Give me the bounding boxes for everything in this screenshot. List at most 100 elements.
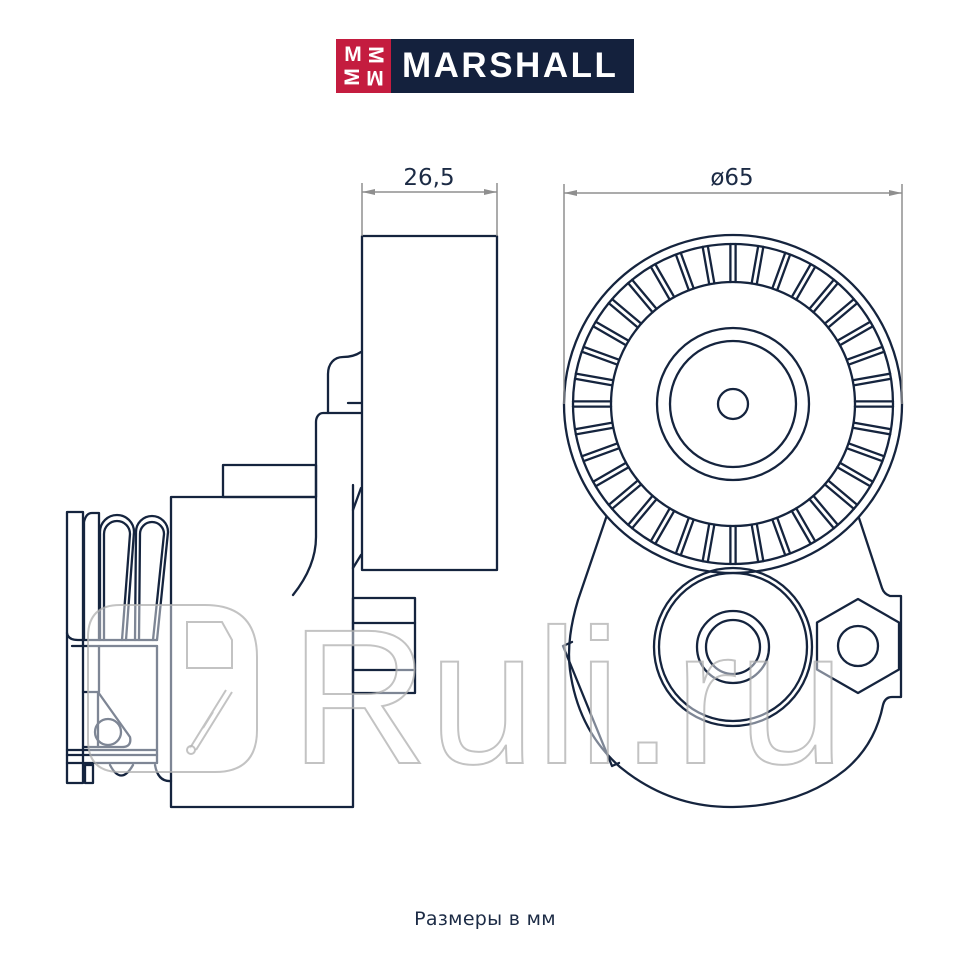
pulley-rib xyxy=(851,426,892,436)
watermark-door-icon xyxy=(186,621,233,669)
pulley-rib xyxy=(594,320,630,342)
pulley-rib xyxy=(851,372,892,382)
pulley-rib xyxy=(580,442,619,458)
pulley-rib xyxy=(610,298,643,325)
side-pulley xyxy=(360,234,499,572)
pulley-rib xyxy=(674,253,690,292)
pulley-rib xyxy=(630,497,658,530)
spring-foot xyxy=(83,763,95,785)
pulley-rib xyxy=(574,372,615,382)
front-view xyxy=(561,233,904,809)
spring-coil-bottom xyxy=(108,763,173,783)
pulley-rib xyxy=(845,447,884,463)
dimension-width-label: 26,5 xyxy=(403,165,454,191)
spring-plate-inner xyxy=(82,511,101,642)
front-bracket xyxy=(567,513,903,809)
arrow-right-icon xyxy=(484,189,497,195)
pulley-rib xyxy=(573,377,614,387)
pulley-rib xyxy=(630,278,658,311)
pulley-rib xyxy=(594,466,630,488)
pulley-rib xyxy=(823,483,856,510)
spring-coil xyxy=(98,513,136,642)
pulley-rib xyxy=(580,350,619,366)
side-view xyxy=(65,234,499,809)
pulley-rib xyxy=(808,278,836,311)
spring-plate-outer xyxy=(65,510,85,785)
pulley-rib xyxy=(610,483,643,510)
pulley-rib xyxy=(654,509,676,546)
pulley-rib xyxy=(838,461,875,483)
watermark-logo-icon xyxy=(87,604,258,773)
dimension-diameter-label: ø65 xyxy=(710,165,753,191)
dimension-lines xyxy=(563,184,903,404)
brand-name: MARSHALL xyxy=(391,39,634,93)
pulley-rib xyxy=(607,301,640,329)
dimension-lines xyxy=(361,183,498,236)
spring-coil-inner xyxy=(137,520,166,642)
pivot-outer-inner xyxy=(657,571,809,723)
pulley-rib xyxy=(582,447,621,463)
pulley-rim-inner xyxy=(571,242,895,566)
pulley-rib-base xyxy=(609,280,857,528)
monogram-glyph: M xyxy=(344,43,362,66)
front-bracket-tab xyxy=(561,640,621,768)
side-bracket-upper xyxy=(326,350,363,415)
pulley-rib xyxy=(845,345,884,361)
pivot-outer xyxy=(652,566,814,728)
pulley-bolt-hole xyxy=(716,387,750,421)
arrow-left-icon xyxy=(564,190,577,196)
side-lower-block-lines xyxy=(351,621,417,672)
arrow-left-icon xyxy=(362,189,375,195)
brand-monogram-icon: M M M M xyxy=(336,39,391,93)
hex-hole xyxy=(836,624,880,668)
spring-coil xyxy=(133,514,170,642)
side-bracket-arm xyxy=(291,411,363,597)
pulley-rib xyxy=(826,479,859,507)
watermark-text: Ruli.ru xyxy=(290,589,845,804)
pulley-rib xyxy=(795,265,817,301)
pulley-rib xyxy=(674,516,690,555)
pulley-rib xyxy=(836,320,872,342)
pulley-rib xyxy=(607,479,640,507)
spring-band-lower xyxy=(65,748,159,765)
pulley-hub-outer xyxy=(655,326,811,482)
pivot-hole xyxy=(704,618,762,676)
brand-logo: M M M M MARSHALL xyxy=(336,39,634,93)
pulley-rib xyxy=(776,253,792,292)
pulley-rib xyxy=(574,426,615,436)
pulley-rib xyxy=(790,262,812,299)
watermark: Ruli.ru xyxy=(87,588,846,805)
watermark-shock-eye-icon xyxy=(186,745,196,755)
front-pulley xyxy=(562,233,904,575)
spring-hook xyxy=(81,690,132,749)
pulley-rib xyxy=(755,522,765,563)
units-caption: Размеры в мм xyxy=(414,908,556,930)
dimension-width: 26,5 xyxy=(361,165,498,236)
pulley-rib xyxy=(591,325,628,347)
pulley-rib xyxy=(706,523,716,564)
pulley-rib xyxy=(706,244,716,285)
pulley-rib xyxy=(701,245,711,286)
pulley-rib xyxy=(627,281,654,314)
pulley-rib xyxy=(679,518,695,557)
pulley-rib xyxy=(812,494,839,527)
pulley-rib xyxy=(755,245,765,286)
spring-coil-inner xyxy=(102,519,132,642)
pulley-rib xyxy=(847,442,886,458)
pulley-rib xyxy=(627,494,654,527)
pulley-rib xyxy=(852,377,893,387)
pulley-rib xyxy=(701,522,711,563)
pulley-rib xyxy=(771,518,787,557)
pulley-rib xyxy=(654,262,676,299)
spring-pin xyxy=(93,717,123,747)
side-lower-block xyxy=(351,596,417,695)
pulley-rib xyxy=(776,516,792,555)
pulley-outer-rim xyxy=(562,233,904,575)
pivot-bushing xyxy=(695,609,771,685)
pulley-rib xyxy=(679,251,695,290)
pulley-rib xyxy=(573,421,614,431)
side-spring xyxy=(65,510,173,785)
dimension-diameter: ø65 xyxy=(563,165,903,404)
pulley-rib xyxy=(808,497,836,530)
pulley-rib xyxy=(750,244,760,285)
